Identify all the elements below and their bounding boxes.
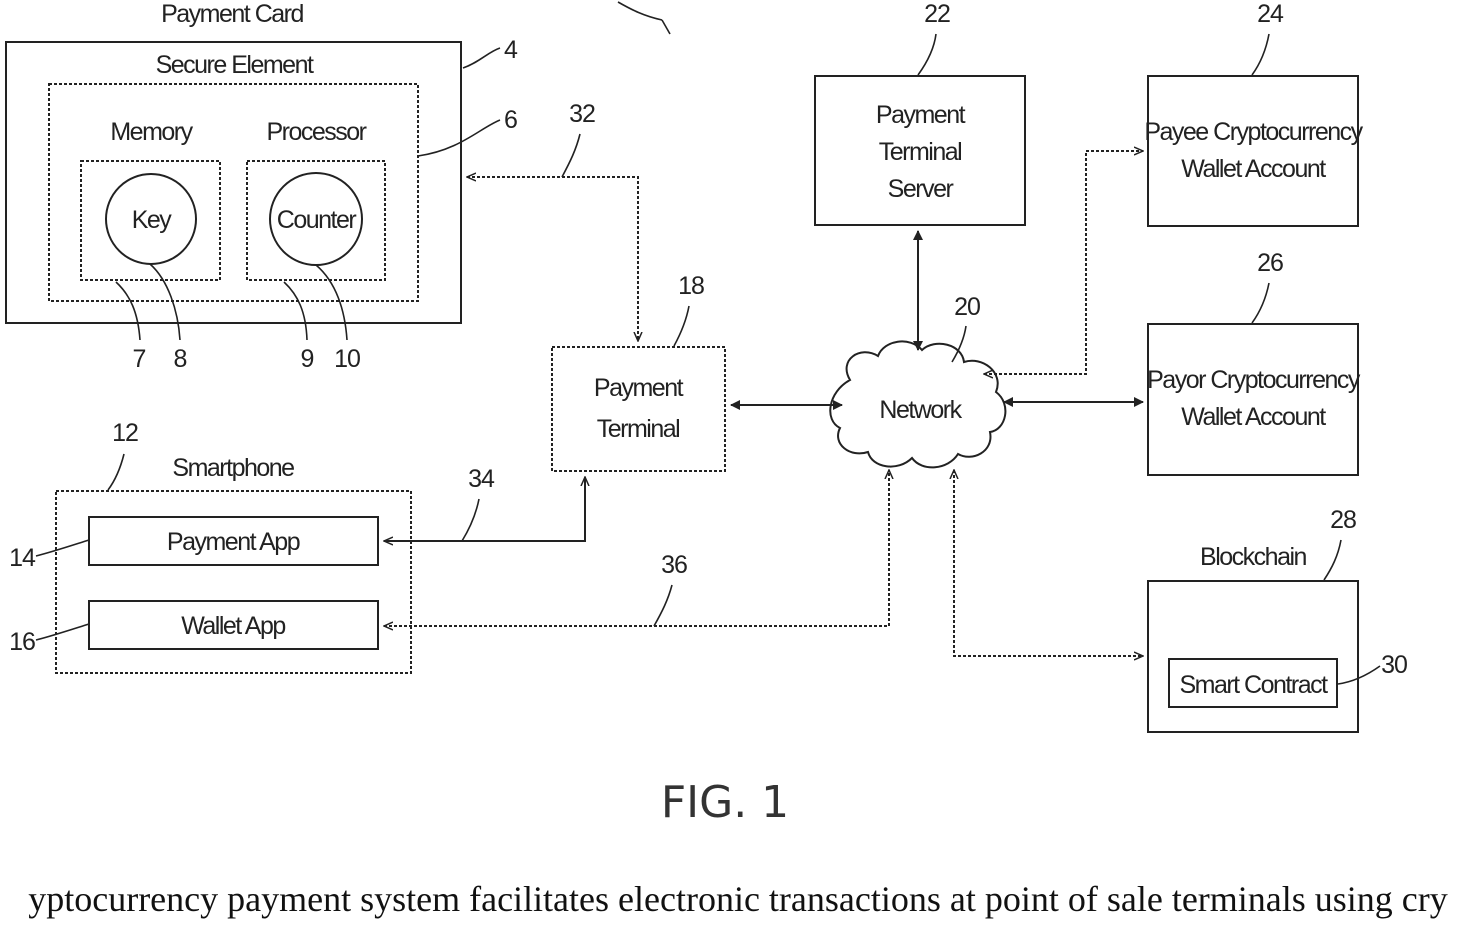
counter-ref: 10	[334, 345, 360, 373]
smartphone-ref-leader	[108, 454, 124, 490]
payment-app-ref: 14	[9, 544, 36, 572]
payment-app-terminal-ref: 34	[468, 465, 495, 493]
processor-ref: 9	[301, 345, 314, 373]
card-terminal-ref: 32	[569, 100, 595, 128]
figure-label: FIG. 1	[661, 777, 789, 828]
payment-card-ref: 4	[504, 36, 518, 64]
blockchain-ref: 28	[1330, 506, 1356, 534]
secure-element-box	[49, 84, 418, 301]
caption-text: yptocurrency payment system facilitates …	[28, 878, 1448, 920]
blockchain-title: Blockchain	[1200, 543, 1306, 571]
payment-terminal-server-line1: Payment	[876, 101, 966, 129]
smart-contract-ref: 30	[1381, 651, 1407, 679]
payment-terminal-box	[552, 347, 725, 471]
blockchain: Blockchain 28 Smart Contract 30	[1148, 506, 1407, 732]
caption-text-line: yptocurrency payment system facilitates …	[0, 878, 1476, 932]
payor-wallet-line1: Payor Cryptocurrency	[1147, 366, 1361, 394]
wallet-app-network-ref-leader	[654, 585, 672, 626]
network-label: Network	[879, 396, 962, 424]
processor: Processor Counter 9 10	[247, 118, 385, 373]
key-label: Key	[132, 206, 173, 234]
payment-terminal-server-line2: Terminal	[879, 138, 961, 166]
counter-ref-leader	[316, 265, 347, 340]
payee-wallet-ref-leader	[1252, 34, 1269, 75]
payment-terminal-server-ref: 22	[924, 0, 950, 28]
payment-terminal-server-ref-leader	[918, 34, 936, 75]
payee-wallet-line2: Wallet Account	[1181, 155, 1326, 183]
payment-app-label: Payment App	[167, 528, 300, 556]
payment-card-title: Payment Card	[161, 0, 303, 28]
figure-lead-line	[618, 2, 662, 20]
key-ref-leader	[150, 264, 180, 340]
secure-element: Secure Element 6	[49, 51, 517, 301]
wallet-app-network-connection	[384, 470, 889, 626]
secure-element-ref-leader	[418, 120, 500, 156]
blockchain-ref-leader	[1324, 540, 1341, 580]
processor-title: Processor	[266, 118, 366, 146]
counter-label: Counter	[277, 206, 357, 234]
memory-ref: 7	[133, 345, 146, 373]
payor-wallet-box	[1148, 324, 1358, 475]
network-payee-connection	[984, 151, 1143, 374]
payor-wallet-line2: Wallet Account	[1181, 403, 1326, 431]
payment-terminal-server-line3: Server	[888, 175, 954, 203]
payor-wallet-account: Payor Cryptocurrency Wallet Account 26	[1147, 249, 1361, 475]
secure-element-ref: 6	[504, 106, 517, 134]
network-ref-leader	[952, 326, 966, 362]
card-terminal-connection	[467, 177, 638, 341]
payment-terminal-line1: Payment	[594, 374, 684, 402]
smartphone-ref: 12	[112, 419, 138, 447]
smartphone-title: Smartphone	[172, 454, 294, 482]
secure-element-title: Secure Element	[156, 51, 314, 79]
figure-lead-arrowhead	[662, 20, 670, 34]
payment-terminal-server: Payment Terminal Server 22	[815, 0, 1025, 225]
smart-contract-label: Smart Contract	[1179, 671, 1328, 699]
memory-ref-leader	[116, 282, 140, 340]
payment-terminal-ref: 18	[678, 272, 704, 300]
smartphone: 12 Smartphone Payment App 14 Wallet App …	[9, 419, 411, 673]
memory-title: Memory	[110, 118, 193, 146]
wallet-app-ref: 16	[9, 628, 35, 656]
wallet-app-ref-leader	[36, 624, 89, 640]
smartphone-box	[56, 491, 411, 673]
payee-wallet-box	[1148, 76, 1358, 226]
payee-wallet-account: Payee Cryptocurrency Wallet Account 24	[1144, 0, 1363, 226]
wallet-app-network-ref: 36	[661, 551, 687, 579]
blockchain-box	[1148, 581, 1358, 732]
processor-ref-leader	[284, 282, 307, 340]
card-terminal-ref-leader	[562, 134, 580, 177]
payee-wallet-line1: Payee Cryptocurrency	[1144, 118, 1363, 146]
memory: Memory Key 7 8	[81, 118, 220, 373]
payment-card-ref-leader	[463, 48, 500, 68]
payment-terminal-line2: Terminal	[597, 415, 679, 443]
payor-wallet-ref: 26	[1257, 249, 1283, 277]
network-blockchain-connection	[954, 470, 1143, 656]
payment-app-terminal-ref-leader	[462, 499, 479, 541]
network-ref: 20	[954, 293, 980, 321]
payment-app-ref-leader	[36, 540, 89, 556]
payee-wallet-ref: 24	[1257, 0, 1284, 28]
wallet-app-label: Wallet App	[181, 612, 285, 640]
key-ref: 8	[174, 345, 187, 373]
payment-terminal-ref-leader	[674, 306, 689, 346]
payor-wallet-ref-leader	[1252, 283, 1269, 323]
